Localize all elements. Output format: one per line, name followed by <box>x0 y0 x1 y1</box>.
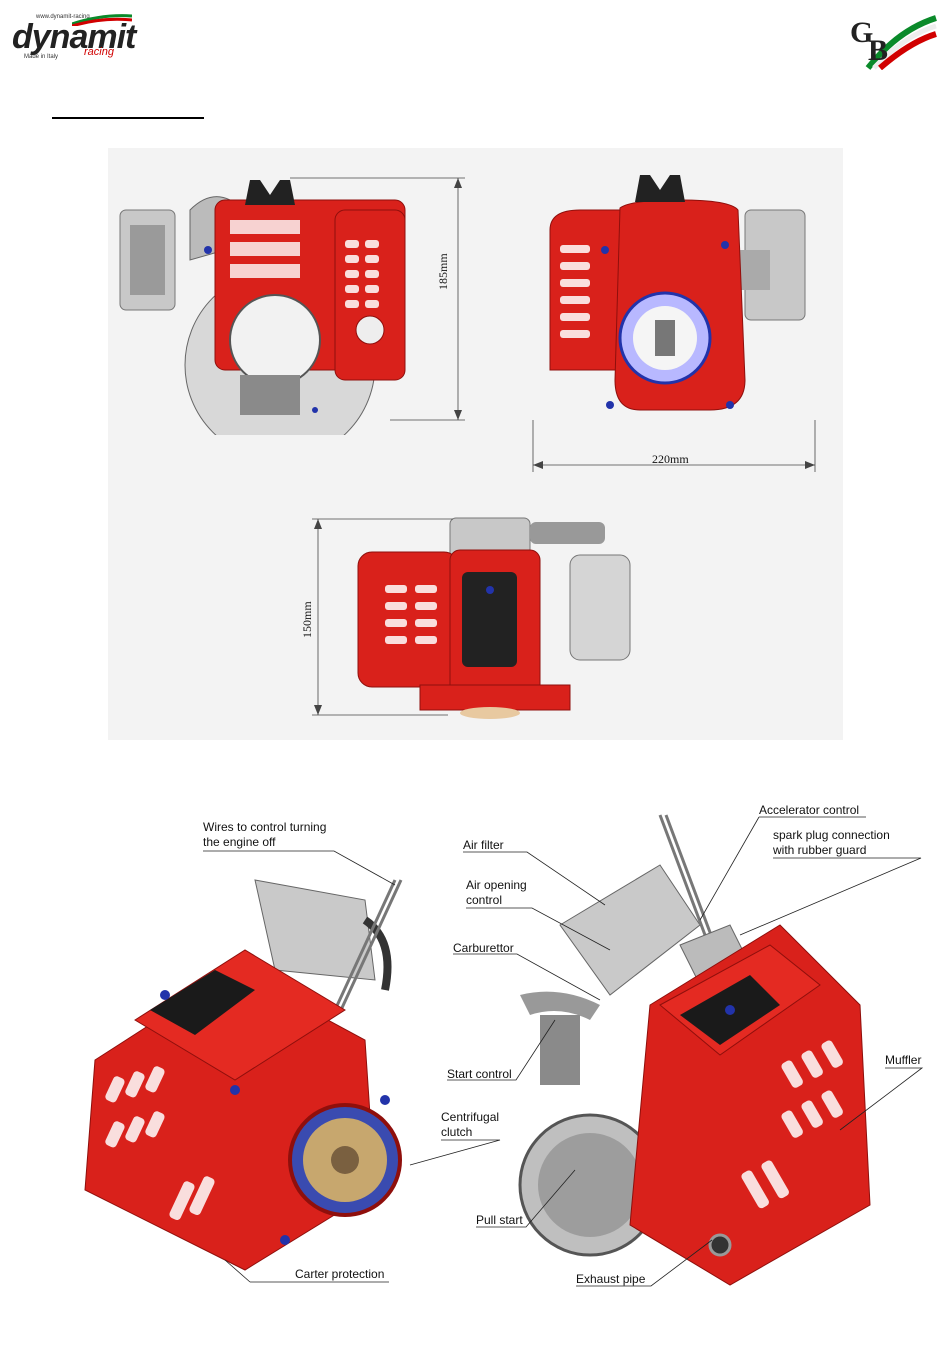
callout-wires: Wires to control turning the engine off <box>203 820 326 850</box>
callout-centrifugal-clutch: Centrifugal clutch <box>441 1110 499 1140</box>
callout-air-opening-control: Air opening control <box>466 878 527 908</box>
callout-air-filter: Air filter <box>463 838 504 852</box>
callout-carter-protection: Carter protection <box>295 1267 384 1281</box>
callout-muffler: Muffler <box>885 1053 921 1067</box>
callout-spark-plug: spark plug connection with rubber guard <box>773 828 890 858</box>
callout-accelerator-control: Accelerator control <box>759 803 859 817</box>
callout-start-control: Start control <box>447 1067 512 1081</box>
callout-carburettor: Carburettor <box>453 941 514 955</box>
callout-exhaust-pipe: Exhaust pipe <box>576 1272 645 1286</box>
callout-pull-start: Pull start <box>476 1213 523 1227</box>
